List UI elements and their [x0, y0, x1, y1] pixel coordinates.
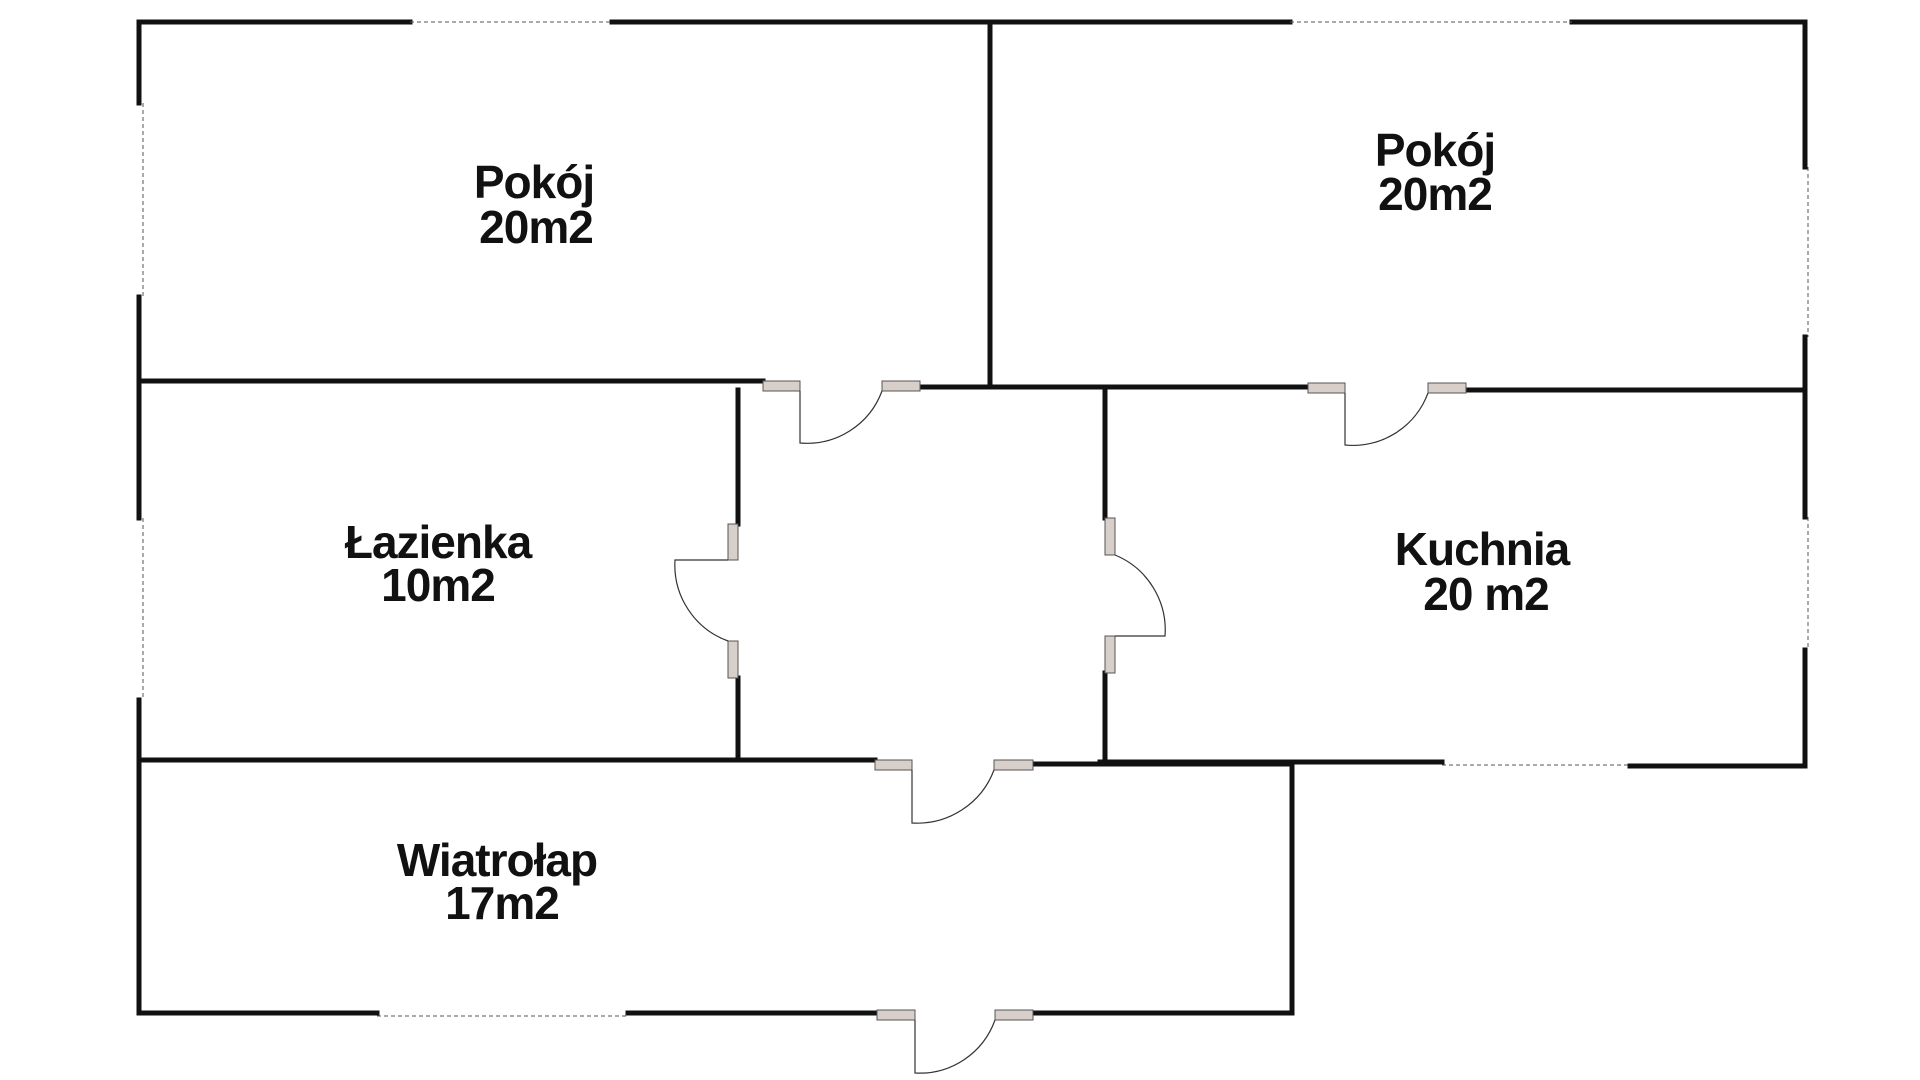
windows — [142, 21, 1809, 1017]
room-labels: Pokój 20m2 Pokój 20m2 Łazienka 10m2 Kuch… — [345, 124, 1572, 929]
door-jamb — [1307, 382, 1346, 394]
door-bathroom — [674, 523, 739, 679]
room-area-wiatrolap: 17m2 — [445, 877, 559, 929]
room-name-pokoj-left: Pokój — [474, 156, 594, 208]
door-swing — [799, 390, 883, 444]
door-jamb — [1427, 382, 1467, 394]
doors — [674, 380, 1467, 1074]
room-area-pokoj-left: 20m2 — [479, 201, 593, 253]
room-area-pokoj-right: 20m2 — [1378, 168, 1492, 220]
door-jamb — [881, 380, 921, 392]
room-name-lazienka: Łazienka — [345, 516, 533, 568]
door-jamb — [874, 759, 913, 771]
door-swing — [1114, 554, 1166, 637]
room-area-kuchnia: 20 m2 — [1423, 568, 1548, 620]
door-jamb — [727, 523, 739, 561]
room-name-kuchnia: Kuchnia — [1395, 523, 1571, 575]
door-swing — [1344, 392, 1429, 446]
door-jamb — [876, 1009, 916, 1021]
door-swing — [911, 769, 995, 824]
door-kitchen-top — [1307, 382, 1467, 446]
door-jamb — [993, 759, 1034, 771]
door-jamb — [1104, 517, 1116, 556]
walls — [136, 19, 1808, 1016]
room-area-lazienka: 10m2 — [381, 559, 495, 611]
door-jamb — [994, 1009, 1034, 1021]
door-kitchen-side — [1104, 517, 1166, 674]
door-left-room — [762, 380, 921, 444]
door-jamb — [727, 640, 739, 679]
door-swing — [914, 1019, 996, 1074]
room-name-wiatrolap: Wiatrołap — [397, 834, 597, 886]
door-jamb — [1104, 635, 1116, 674]
door-jamb — [762, 380, 801, 392]
door-entrance — [876, 1009, 1034, 1074]
door-vestibule — [874, 759, 1034, 824]
door-swing — [674, 559, 729, 642]
room-name-pokoj-right: Pokój — [1375, 124, 1495, 176]
